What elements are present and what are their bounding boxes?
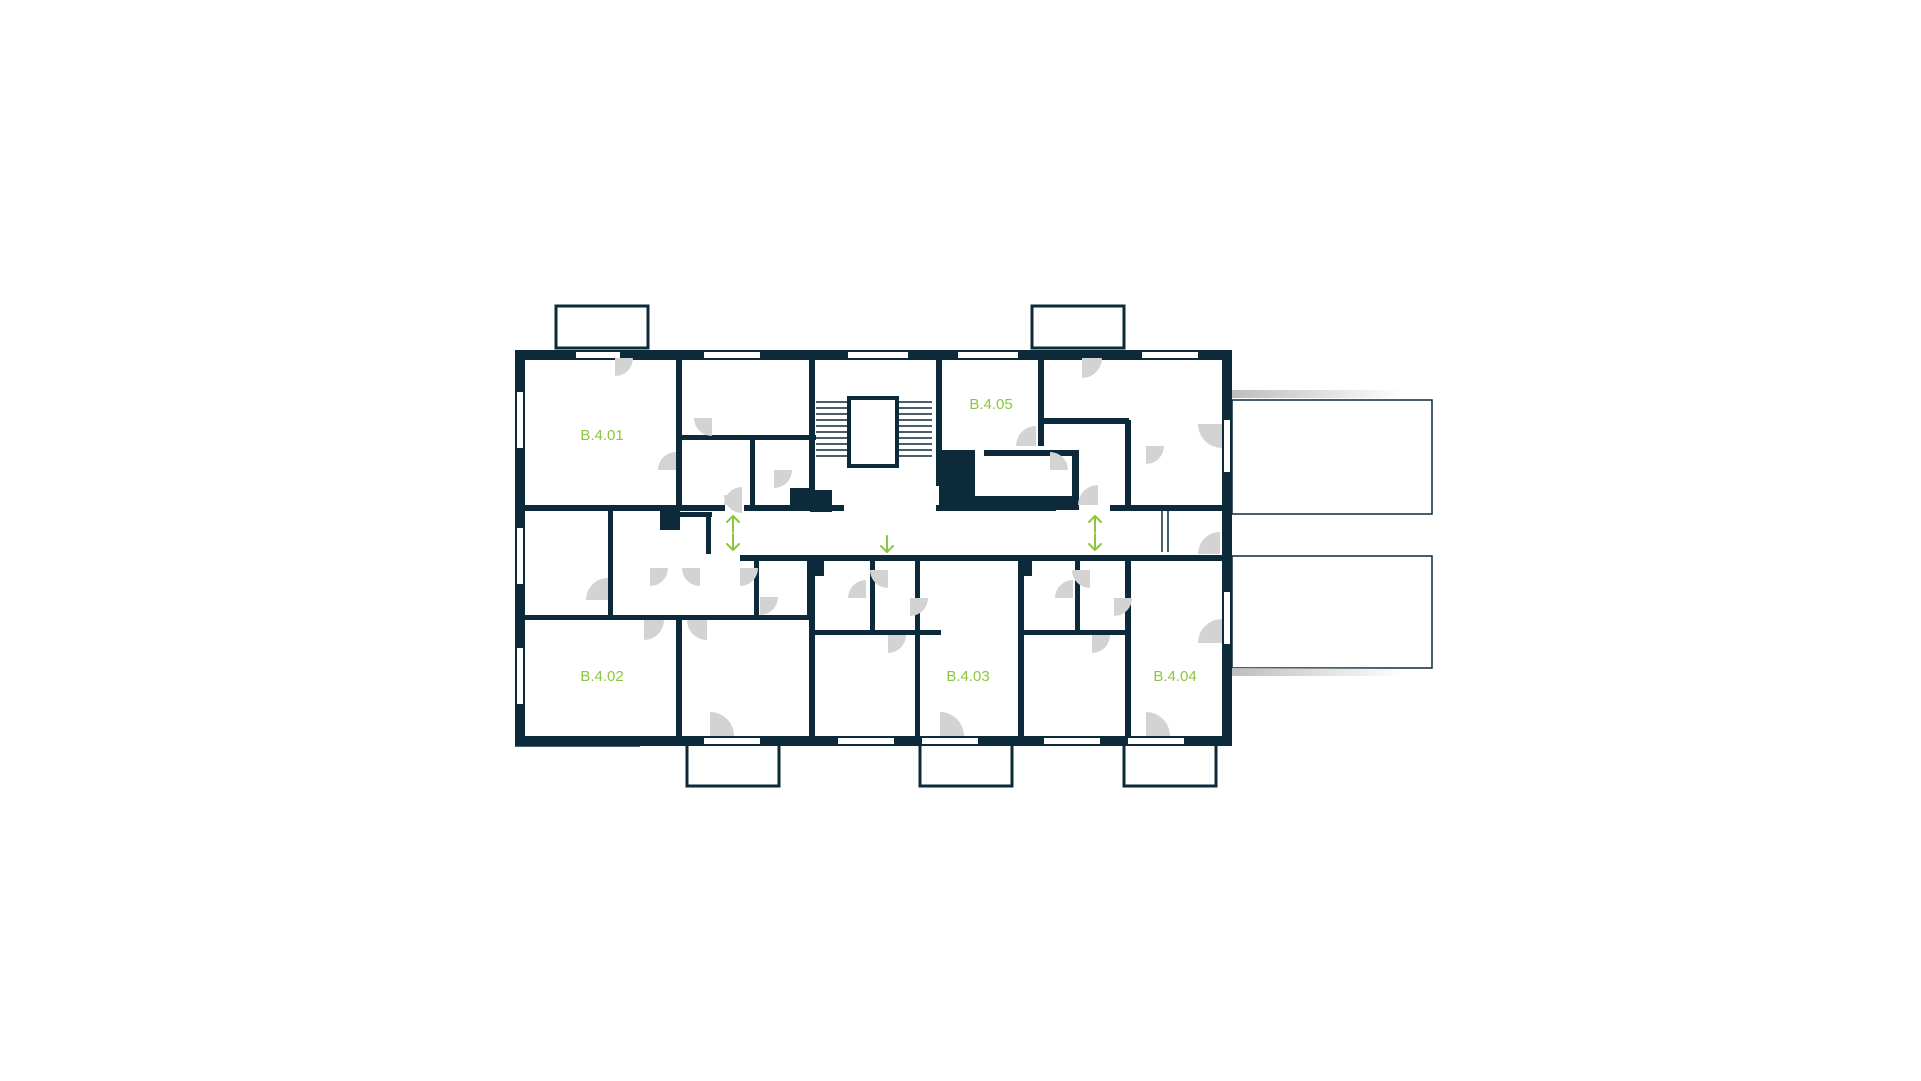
staircase — [816, 396, 1169, 552]
door-swing — [1114, 598, 1132, 616]
door-swing — [1198, 532, 1220, 554]
balcony-bottom-1 — [685, 742, 781, 788]
balcony-bottom-2 — [918, 742, 1014, 788]
door-swing — [710, 712, 734, 736]
door-swing — [910, 598, 928, 616]
door-swing — [1092, 635, 1110, 653]
door-swing — [1016, 426, 1036, 446]
door-swing — [1198, 424, 1222, 448]
door-swing — [740, 568, 758, 586]
terrace-bottom — [1231, 555, 1433, 669]
door-swing — [1050, 452, 1068, 470]
unit-label-b402[interactable]: B.4.02 — [580, 668, 623, 685]
door-swing — [687, 620, 707, 640]
balcony-top-right — [1030, 304, 1126, 350]
unit-label-b404[interactable]: B.4.04 — [1153, 668, 1196, 685]
door-swing — [940, 712, 964, 736]
door-swing — [774, 470, 792, 488]
door-swing — [1146, 712, 1170, 736]
door-swing — [1082, 358, 1102, 378]
balcony-bottom-3 — [1122, 742, 1218, 788]
door-swing — [1078, 485, 1098, 505]
door-swing — [694, 418, 712, 436]
corridor-walls — [515, 490, 1228, 620]
entrance-marker-1 — [726, 515, 740, 551]
door-swing — [1072, 570, 1090, 588]
double-arrow-icon — [726, 515, 740, 551]
stair-step-bar — [849, 464, 897, 467]
door-swing — [888, 635, 906, 653]
entrance-marker-2 — [880, 535, 894, 553]
door-swing — [615, 358, 633, 376]
balconies — [554, 304, 1433, 788]
balcony-top-left — [554, 304, 650, 350]
door-swing — [1198, 619, 1222, 643]
unit-label-b401[interactable]: B.4.01 — [580, 427, 623, 444]
door-swing — [870, 570, 888, 588]
terrace-top — [1231, 399, 1433, 515]
door-swing — [848, 580, 866, 598]
terrace-shade-bottom — [1232, 668, 1404, 676]
double-arrow-icon — [1088, 515, 1102, 551]
terrace-shade-top — [1232, 390, 1404, 398]
entrance-marker-3 — [1088, 515, 1102, 551]
door-swing — [724, 487, 742, 505]
lift-shaft — [847, 396, 899, 468]
unit-label-b405[interactable]: B.4.05 — [969, 396, 1012, 413]
door-swing — [1055, 580, 1073, 598]
door-swing — [650, 568, 668, 586]
door-swing — [644, 620, 664, 640]
door-swing — [586, 578, 608, 600]
door-swing — [1146, 446, 1164, 464]
door-swing — [658, 452, 676, 470]
door-swings — [586, 358, 1222, 736]
unit-label-b403[interactable]: B.4.03 — [946, 668, 989, 685]
arrow-down-icon — [880, 535, 894, 553]
interior-walls — [608, 356, 1226, 742]
door-swing — [760, 597, 778, 615]
door-swing — [682, 568, 700, 586]
outer-walls — [515, 350, 1232, 747]
